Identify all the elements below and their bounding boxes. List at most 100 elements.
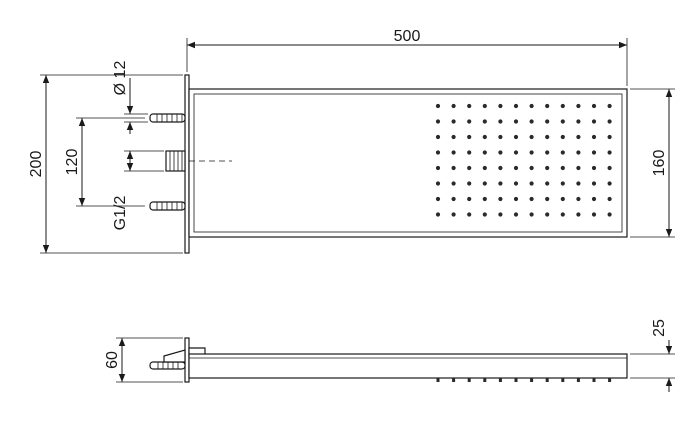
side-nozzle-stub <box>436 378 440 382</box>
nozzle-dot <box>529 181 534 186</box>
nozzle-dot <box>607 212 612 217</box>
dim-thread-label: G1/2 <box>112 196 129 231</box>
nozzle-dot <box>451 150 456 155</box>
nozzle-dot <box>482 212 487 217</box>
nozzle-dot <box>545 119 550 124</box>
nozzle-dot <box>467 165 472 171</box>
nozzle-dot <box>513 181 519 186</box>
nozzle-dot <box>513 150 519 155</box>
nozzle-dot <box>529 103 534 109</box>
nozzle-dot <box>498 134 503 140</box>
nozzle-dot <box>591 165 597 171</box>
nozzle-dot <box>545 103 550 109</box>
nozzle-dot <box>607 196 612 202</box>
dim-total-height: 200 <box>28 74 183 254</box>
nozzle-dot <box>451 119 456 124</box>
nozzle-dot <box>435 150 441 155</box>
nozzle-dot <box>560 212 565 217</box>
nozzle-dot <box>607 119 612 124</box>
side-nozzle-stub <box>545 378 549 382</box>
nozzle-dot <box>607 103 612 109</box>
nozzle-dot <box>482 103 487 109</box>
nozzle-dot <box>467 196 472 202</box>
dim-total-height-label: 200 <box>28 151 45 178</box>
nozzle-dot <box>451 212 456 217</box>
nozzle-dot <box>607 165 612 171</box>
nozzle-dot <box>560 134 565 140</box>
nozzle-dot <box>467 119 472 124</box>
dim-pipe-spacing-label: 120 <box>64 149 81 176</box>
nozzle-dot <box>451 181 456 186</box>
side-nozzle-stub <box>452 378 456 382</box>
nozzle-dot <box>607 134 612 140</box>
nozzle-dot <box>435 119 441 124</box>
nozzle-dot <box>451 103 456 109</box>
dim-panel-height-label: 160 <box>651 150 668 177</box>
side-nozzle-stub <box>592 378 596 382</box>
nozzle-dot <box>576 119 581 124</box>
nozzle-dot <box>607 150 612 155</box>
dim-panel-height: 160 <box>630 88 675 238</box>
nozzle-dot <box>513 103 519 109</box>
dim-length-label: 500 <box>394 28 421 45</box>
nozzle-dot <box>435 134 441 140</box>
nozzle-dot <box>513 119 519 124</box>
nozzle-dot <box>545 181 550 186</box>
side-nozzle-stub <box>576 378 580 382</box>
nozzle-dot <box>435 212 441 217</box>
nozzle-dot <box>529 212 534 217</box>
nozzle-dot <box>560 181 565 186</box>
nozzle-dot <box>467 103 472 109</box>
side-inlet-pipe <box>149 349 186 370</box>
nozzle-dot <box>498 150 503 155</box>
nozzle-dot <box>482 196 487 202</box>
front-view <box>149 74 628 254</box>
nozzle-dot <box>435 165 441 171</box>
nozzle-dot <box>576 134 581 140</box>
nozzle-dot <box>591 196 597 202</box>
nozzle-dot <box>498 165 503 171</box>
nozzle-grid <box>435 103 612 217</box>
nozzle-dot <box>498 103 503 109</box>
dim-depth-label: 60 <box>104 351 121 369</box>
nozzle-dot <box>576 165 581 171</box>
nozzle-dot <box>576 103 581 109</box>
dim-thread: G1/2 <box>112 150 164 231</box>
nozzle-dot <box>467 181 472 186</box>
nozzle-dot <box>498 212 503 217</box>
nozzle-dot <box>529 165 534 171</box>
nozzle-dot <box>498 119 503 124</box>
side-nozzle-stub <box>467 378 471 382</box>
dim-depth: 60 <box>104 337 183 383</box>
nozzle-dot <box>467 150 472 155</box>
nozzle-dot <box>576 196 581 202</box>
dim-length: 500 <box>186 28 628 86</box>
side-nozzle-stub <box>498 378 502 382</box>
nozzle-dot <box>435 103 441 109</box>
nozzle-dot <box>545 150 550 155</box>
dim-panel-thickness: 25 <box>630 319 675 392</box>
nozzle-dot <box>467 212 472 217</box>
nozzle-dot <box>482 165 487 171</box>
dim-pipe-diameter-label: Ø 12 <box>112 61 129 96</box>
nozzle-dot <box>560 150 565 155</box>
nozzle-dot <box>591 150 597 155</box>
nozzle-dot <box>482 150 487 155</box>
nozzle-dot <box>591 103 597 109</box>
nozzle-dot <box>545 134 550 140</box>
side-nozzle-stub <box>608 378 612 382</box>
shower-panel-inner-border <box>193 93 623 233</box>
nozzle-dot <box>591 181 597 186</box>
side-nozzle-stub <box>483 378 487 382</box>
nozzle-dot <box>529 119 534 124</box>
nozzle-dot <box>529 150 534 155</box>
nozzle-dot <box>513 196 519 202</box>
nozzle-dot <box>545 165 550 171</box>
nozzle-dot <box>591 134 597 140</box>
nozzle-dot <box>451 165 456 171</box>
nozzle-dot <box>467 134 472 140</box>
nozzle-dot <box>498 196 503 202</box>
nozzle-dot <box>482 119 487 124</box>
side-view <box>149 337 628 383</box>
